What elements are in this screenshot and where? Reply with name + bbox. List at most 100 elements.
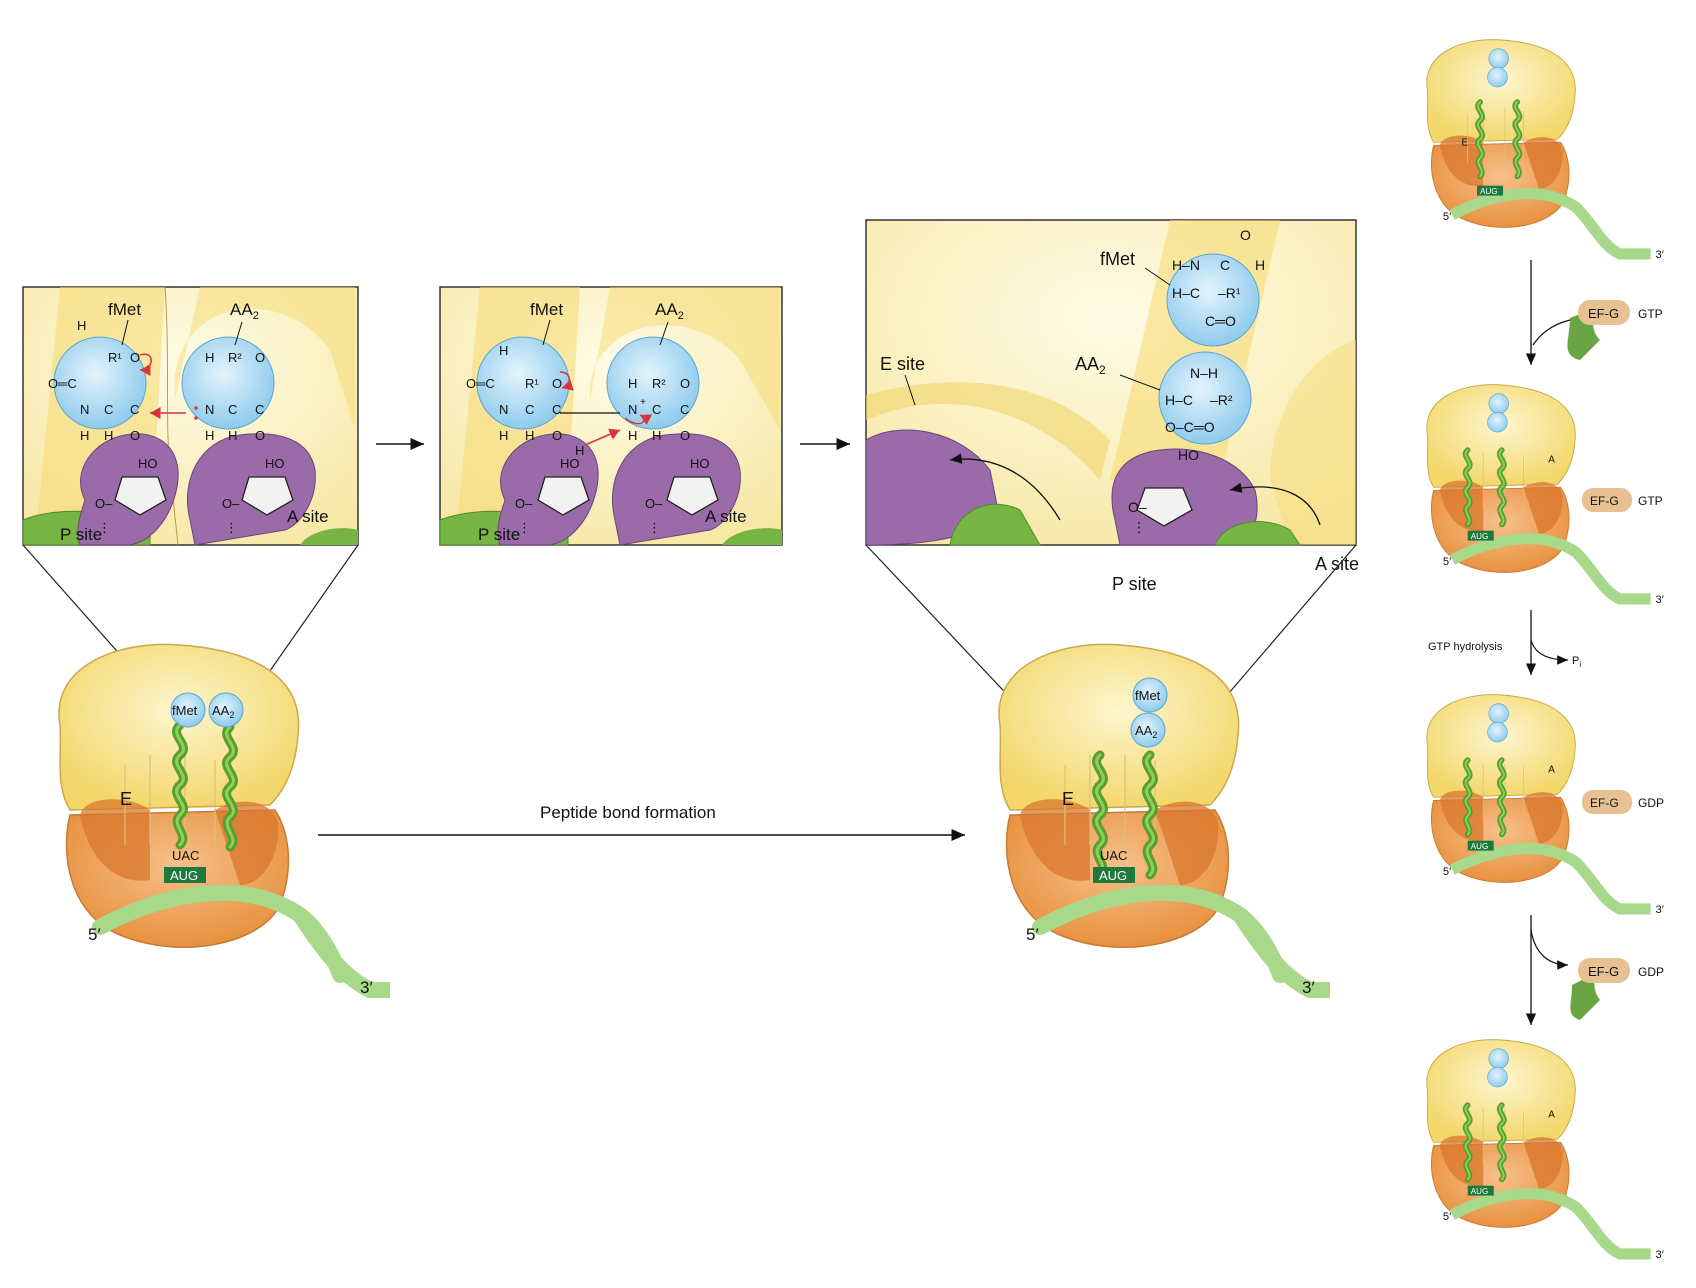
h-label: H (652, 428, 661, 443)
o-label: O (130, 350, 140, 365)
aa2-label: AA2 (230, 300, 259, 322)
h-label: H (80, 428, 89, 443)
a-label: A (1548, 765, 1555, 776)
r1-label: R¹ (525, 376, 539, 391)
o-label: O– (645, 496, 663, 511)
aug-label: AUG (1480, 187, 1497, 196)
fmet-label: fMet (530, 300, 563, 319)
fmet-label: fMet (172, 703, 198, 718)
o-label: O (680, 428, 690, 443)
efg-label: EF-G (1590, 494, 1619, 508)
efg-label: EF-G (1588, 306, 1619, 321)
p-site-label: P site (1112, 574, 1157, 594)
five-prime-label: 5′ (88, 925, 101, 944)
gtp-label: GTP (1638, 494, 1663, 508)
a-label: A (1548, 1110, 1555, 1121)
aa2-label: AA2 (1135, 723, 1157, 740)
hc-label: H–C (1165, 392, 1193, 408)
h-label: H (575, 443, 584, 458)
efg-bound-gdp: EF-G GDP (1582, 790, 1664, 814)
n-label: N (628, 402, 637, 417)
e-site-label: E site (880, 354, 925, 374)
gtp-label: GTP (1638, 307, 1663, 321)
h-label: H (1255, 257, 1265, 273)
o-label: O– (95, 496, 113, 511)
aa2-label: AA2 (655, 300, 684, 322)
h-label: H (104, 428, 113, 443)
dots-label: ⋮ (518, 520, 531, 535)
five-prime-label: 5′ (1443, 866, 1451, 878)
aa2-label: AA2 (212, 703, 234, 720)
gtp-hydrolysis-step: GTP hydrolysis Pi (1428, 610, 1581, 675)
h-label: H (205, 428, 214, 443)
right-ribosome-2: A AUG 5′ 3′ (1426, 384, 1664, 606)
p-site-label: P site (478, 525, 520, 544)
c-label: C (130, 402, 139, 417)
oc-label: O–C═O (1165, 419, 1215, 435)
chem-panel-1: H O═C N H R¹ C H O C O H R² O N C C H H … (22, 286, 359, 546)
dots-label: ⋮ (1132, 519, 1146, 535)
pi-label: Pi (1572, 655, 1581, 669)
h-label: H (77, 318, 86, 333)
o-label: O (255, 350, 265, 365)
dots-label: ⋮ (225, 520, 238, 535)
gdp-label: GDP (1638, 965, 1664, 979)
c-label: C (552, 402, 561, 417)
c-label: C (680, 402, 689, 417)
h-label: H (499, 343, 508, 358)
o-label: O– (222, 496, 240, 511)
ho-label: HO (690, 456, 710, 471)
h-label: H (628, 428, 637, 443)
efg-release-step: EF-G GDP (1525, 915, 1664, 1025)
three-prime-label: 3′ (1656, 1249, 1664, 1261)
c-label: C (228, 402, 237, 417)
gtp-hydrolysis-label: GTP hydrolysis (1428, 641, 1503, 653)
o-label: O– (515, 496, 533, 511)
hn-label: H–N (1172, 257, 1200, 273)
h-label: H (499, 428, 508, 443)
r1-label: –R¹ (1218, 285, 1241, 301)
three-prime-label: 3′ (1656, 904, 1664, 916)
o-label: O (680, 376, 690, 391)
ribosome-after-bond: fMet AA2 E UAC AUG 5′ 3′ (998, 643, 1330, 998)
o-label: O (552, 428, 562, 443)
o-label: O (130, 428, 140, 443)
ho-label: HO (1178, 447, 1199, 463)
chem-panel-3: O H–N C H H–C –R¹ C═O N–H H–C –R² O–C═O … (865, 219, 1359, 594)
five-prime-label: 5′ (1443, 1211, 1451, 1223)
h-label: H (525, 428, 534, 443)
c-label: C (255, 402, 264, 417)
chem-panel-2: H O═C N H R¹ C H O C O H H R² O N + C C … (439, 286, 783, 546)
e-label: E (120, 789, 132, 809)
ho-label: HO (560, 456, 580, 471)
a-site-label: A site (705, 507, 747, 526)
five-prime-label: 5′ (1443, 211, 1451, 223)
h-label: H (228, 428, 237, 443)
gdp-label: GDP (1638, 796, 1664, 810)
aug-label: AUG (1471, 1187, 1488, 1196)
aa2-label: AA2 (1075, 354, 1106, 377)
h-label: H (628, 376, 637, 391)
fmet-label: fMet (1135, 688, 1161, 703)
n-label: N (499, 402, 508, 417)
plus-label: + (640, 397, 646, 408)
a-site-label: A site (1315, 554, 1359, 574)
right-ribosome-3: A AUG 5′ 3′ (1426, 694, 1664, 916)
fmet-label: fMet (108, 300, 141, 319)
p-site-label: P site (60, 525, 102, 544)
efg-label: EF-G (1588, 964, 1619, 979)
aug-label: AUG (1099, 868, 1127, 883)
ho-label: HO (265, 456, 285, 471)
r2-label: –R² (1210, 392, 1233, 408)
o-label: O (255, 428, 265, 443)
r2-label: R² (652, 376, 666, 391)
uac-label: UAC (1100, 848, 1127, 863)
a-site-label: A site (287, 507, 329, 526)
three-prime-label: 3′ (360, 978, 373, 997)
hc-label: H–C (1172, 285, 1200, 301)
three-prime-label: 3′ (1302, 978, 1315, 997)
c-label: C (652, 402, 661, 417)
o-label: O (552, 376, 562, 391)
aug-label: AUG (1471, 842, 1488, 851)
